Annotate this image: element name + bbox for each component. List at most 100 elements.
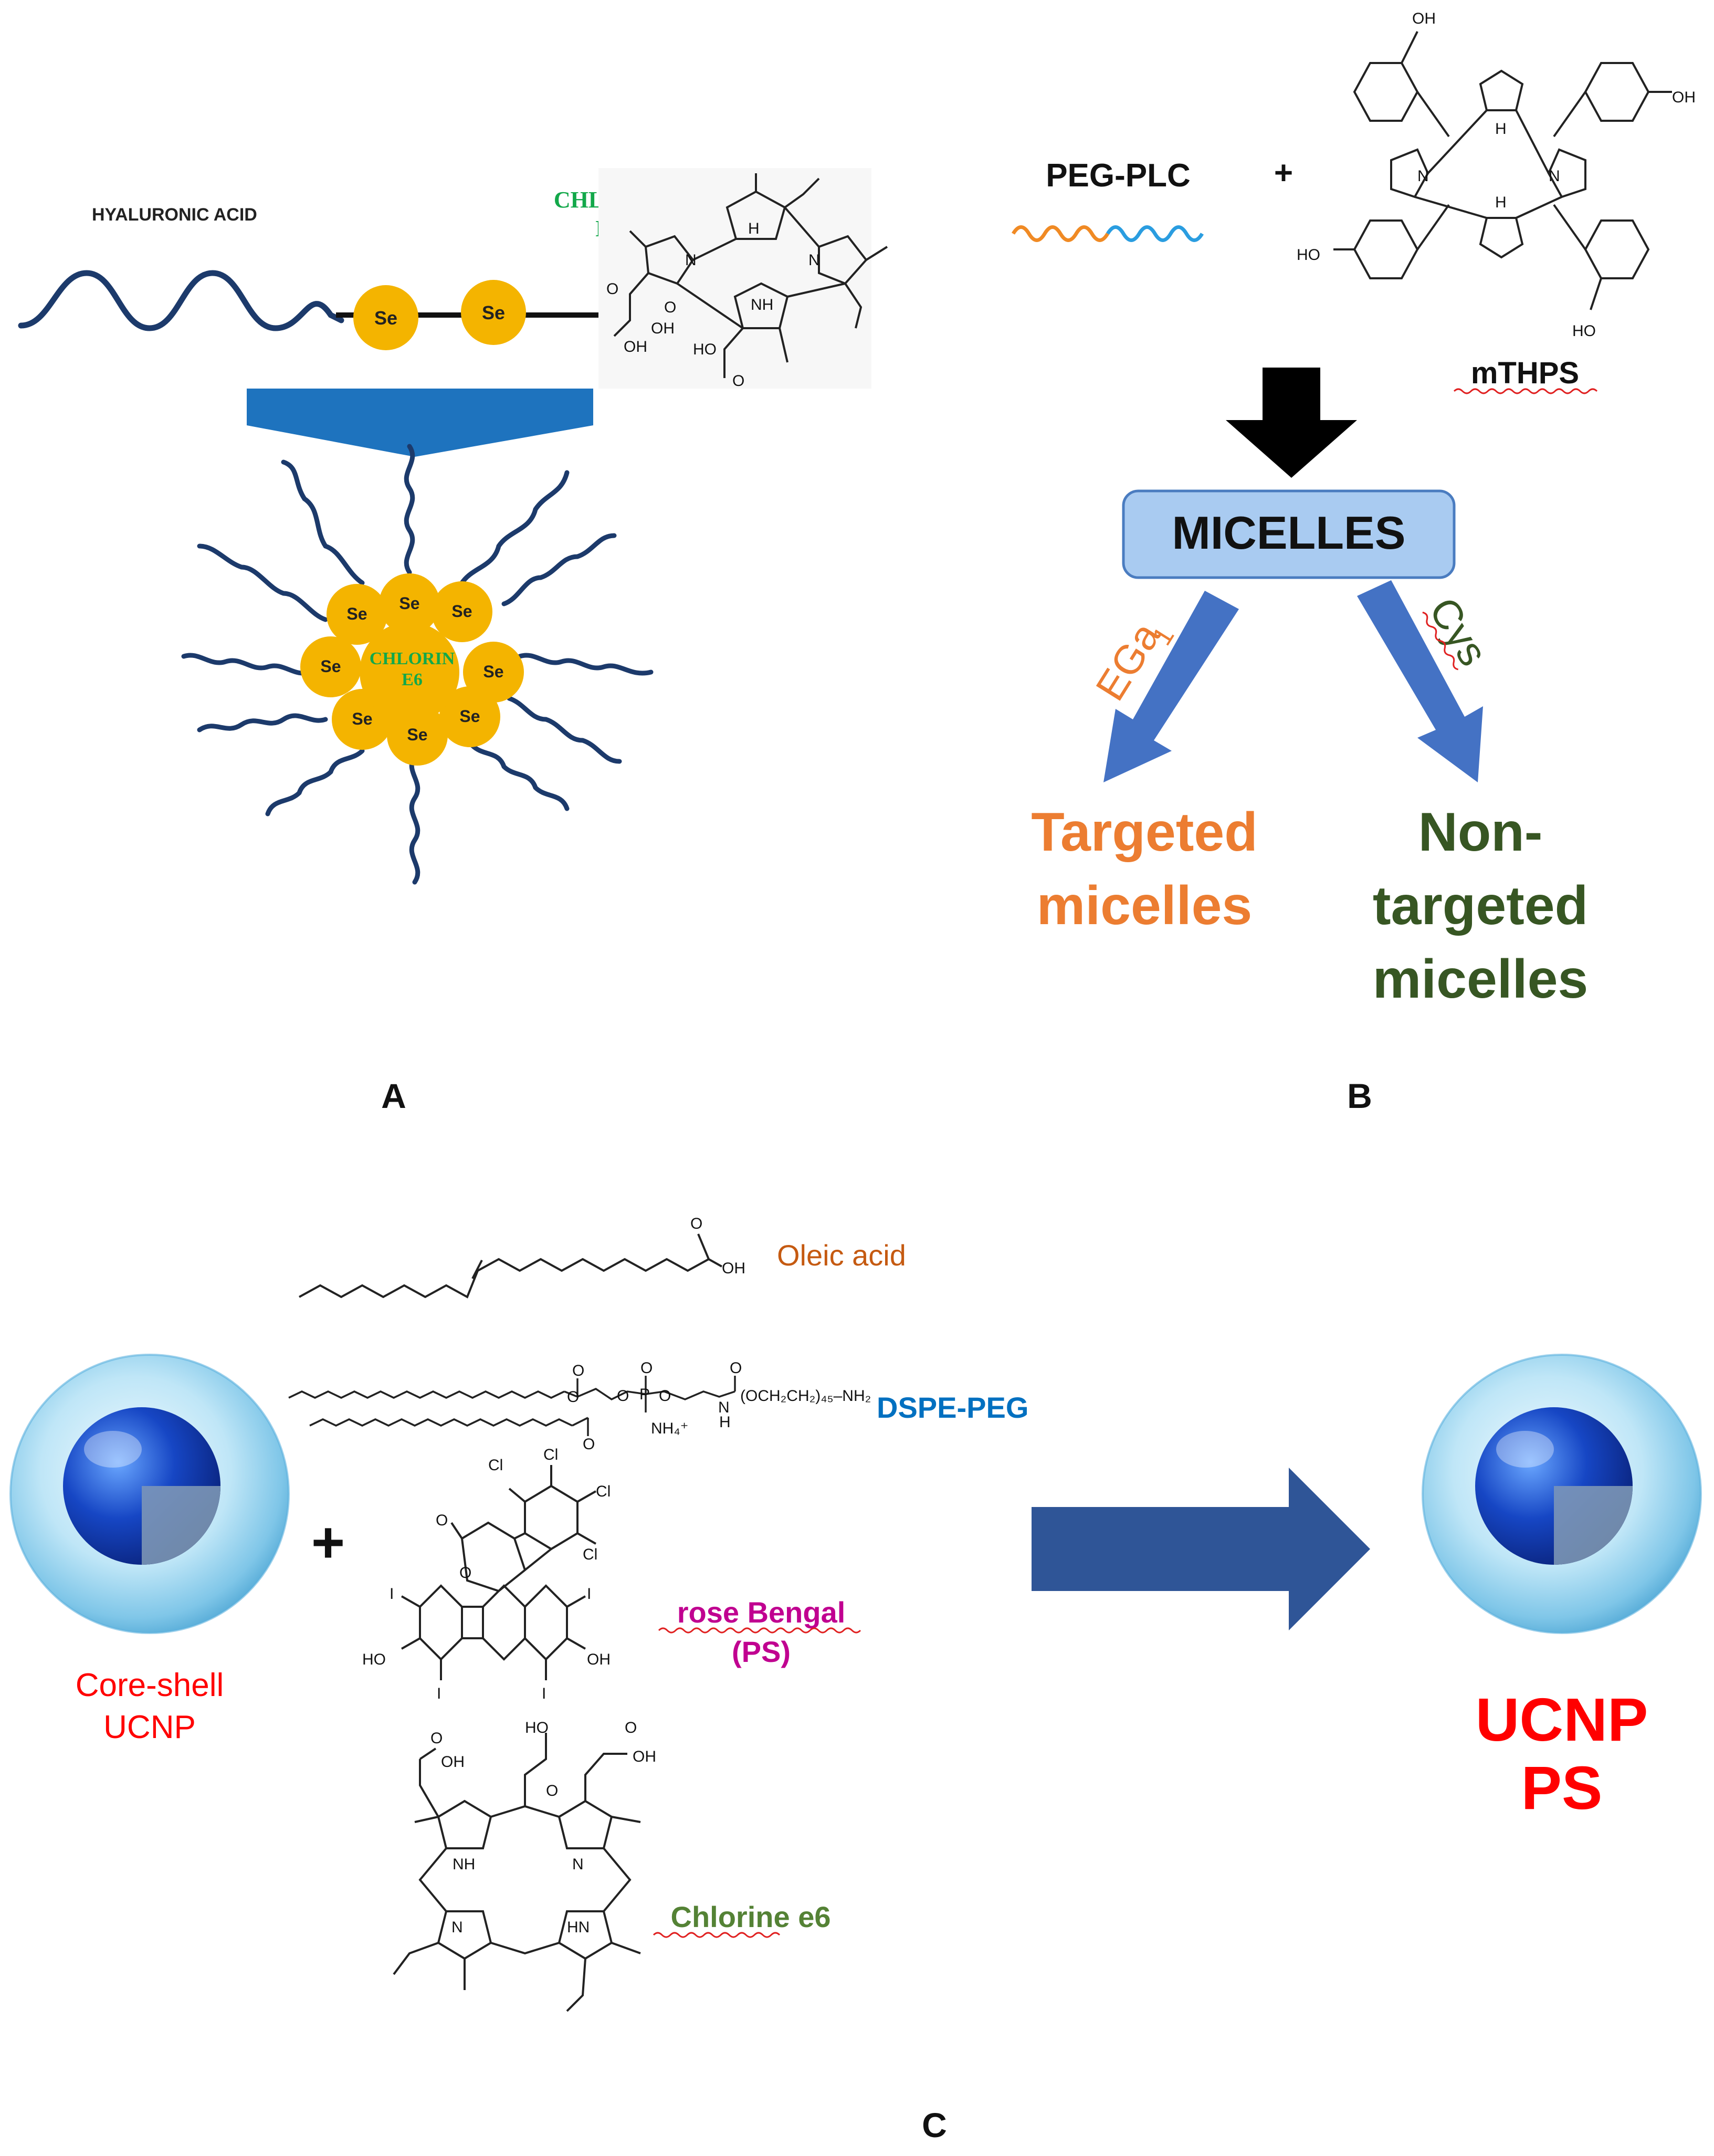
svg-text:O: O bbox=[732, 372, 744, 390]
panel-a-label: A bbox=[381, 1076, 406, 1115]
svg-text:O: O bbox=[583, 1436, 595, 1453]
plus-sign-b: + bbox=[1274, 155, 1293, 191]
panel-c-label: C bbox=[922, 2106, 947, 2144]
assembly-arrow bbox=[247, 389, 593, 457]
svg-text:O: O bbox=[546, 1782, 558, 1799]
svg-text:O: O bbox=[572, 1362, 584, 1379]
svg-text:I: I bbox=[542, 1685, 546, 1702]
svg-text:O: O bbox=[625, 1719, 637, 1736]
svg-text:Se: Se bbox=[482, 302, 505, 323]
svg-text:P: P bbox=[639, 1386, 650, 1403]
svg-text:O: O bbox=[617, 1387, 629, 1405]
micelle-ha-chains bbox=[181, 444, 654, 885]
svg-text:H: H bbox=[748, 220, 760, 237]
chlorine-e6-atom-labels: HO O OH O OH O NH N N HN bbox=[430, 1719, 656, 1936]
svg-text:OH: OH bbox=[1412, 10, 1436, 27]
dspe-peg-label: DSPE-PEG bbox=[877, 1391, 1028, 1424]
targeted-micelles-line1: Targeted bbox=[1031, 802, 1258, 863]
svg-text:OH: OH bbox=[441, 1753, 465, 1771]
ega1-arrow bbox=[1103, 591, 1239, 782]
rose-bengal-label-line2: (PS) bbox=[732, 1635, 791, 1668]
oleic-acid-label: Oleic acid bbox=[777, 1239, 906, 1272]
se-bead-1: Se bbox=[353, 285, 418, 350]
svg-text:Se: Se bbox=[407, 725, 427, 744]
svg-text:O: O bbox=[567, 1388, 579, 1406]
core-shell-ucnp-sphere bbox=[9, 1354, 290, 1634]
oleic-acid-molecule bbox=[299, 1233, 722, 1299]
svg-text:HO: HO bbox=[525, 1719, 549, 1736]
peg-wave bbox=[1011, 225, 1110, 242]
svg-text:OH: OH bbox=[624, 338, 647, 355]
svg-text:HO: HO bbox=[693, 341, 717, 358]
svg-text:N: N bbox=[1549, 168, 1560, 185]
svg-text:O: O bbox=[730, 1359, 742, 1377]
svg-text:Se: Se bbox=[451, 602, 472, 621]
mthps-atom-labels: OH OH HO HO N N H H bbox=[1297, 10, 1696, 340]
core-shell-label-line2: UCNP bbox=[103, 1709, 196, 1745]
rose-spellcheck-underline bbox=[658, 1627, 861, 1634]
chlorin-e6-atom-labels: OH O OH O HO O N N H NH bbox=[606, 220, 820, 390]
panel-b: PEG-PLC + OH OH HO HO N N H H m bbox=[1011, 10, 1696, 1115]
micelle-chlorin-label-line2: E6 bbox=[402, 670, 423, 689]
conversion-arrow bbox=[1032, 1468, 1370, 1630]
se-micelle: Se Se Se Se Se Se Se Se CHLORIN E6 bbox=[181, 444, 654, 885]
hyaluronic-acid-chain bbox=[18, 270, 344, 331]
svg-text:Se: Se bbox=[459, 707, 480, 726]
svg-text:Se: Se bbox=[374, 307, 397, 329]
svg-text:OH: OH bbox=[587, 1651, 611, 1668]
down-arrow bbox=[1226, 368, 1357, 478]
svg-text:N: N bbox=[718, 1399, 730, 1416]
svg-text:O: O bbox=[664, 299, 676, 316]
svg-text:O: O bbox=[606, 280, 618, 298]
micelles-box bbox=[1122, 489, 1456, 579]
svg-text:O: O bbox=[430, 1730, 443, 1747]
core-shell-label-line1: Core-shell bbox=[76, 1667, 224, 1703]
rose-bengal-atom-labels: Cl Cl Cl Cl O O I I HO OH I I bbox=[362, 1446, 611, 1702]
panel-c: O OH Oleic acid O O O O P O O NH₄⁺ N H O bbox=[9, 1215, 1702, 2144]
mthps-molecule bbox=[1333, 31, 1672, 310]
chlorine-e6-label: Chlorine e6 bbox=[671, 1900, 831, 1933]
svg-text:H: H bbox=[719, 1414, 731, 1431]
svg-text:N: N bbox=[1417, 168, 1429, 185]
micelles-label: MICELLES bbox=[1172, 507, 1406, 559]
svg-text:N: N bbox=[808, 252, 820, 269]
svg-text:O: O bbox=[690, 1215, 702, 1232]
svg-text:O: O bbox=[640, 1359, 653, 1377]
cys-arrow bbox=[1357, 580, 1483, 782]
svg-text:OH: OH bbox=[651, 320, 675, 337]
svg-text:OH: OH bbox=[722, 1260, 745, 1277]
micelle-se-beads bbox=[300, 573, 524, 766]
svg-text:Se: Se bbox=[352, 709, 372, 728]
ucnp-ps-label-line1: UCNP bbox=[1476, 1686, 1648, 1754]
micelle-chlorin-label-line1: CHLORIN bbox=[370, 649, 455, 668]
svg-text:Se: Se bbox=[346, 604, 367, 623]
svg-text:HO: HO bbox=[362, 1651, 386, 1668]
mthps-label: mTHPS bbox=[1471, 356, 1579, 390]
svg-text:N: N bbox=[572, 1856, 584, 1873]
panel-b-label: B bbox=[1347, 1076, 1372, 1115]
se-bead-2: Se bbox=[461, 280, 526, 345]
svg-text:O: O bbox=[459, 1564, 471, 1582]
mthps-spellcheck-underline bbox=[1453, 388, 1598, 394]
svg-text:HN: HN bbox=[567, 1919, 590, 1936]
svg-text:NH: NH bbox=[751, 296, 773, 313]
svg-text:NH: NH bbox=[453, 1856, 475, 1873]
dspe-peg-atom-labels: O O O O P O O NH₄⁺ N H O (OCH₂CH₂)₄₅–NH₂ bbox=[567, 1359, 871, 1453]
dspe-peg-molecule bbox=[288, 1376, 736, 1436]
svg-text:OH: OH bbox=[633, 1748, 656, 1765]
svg-text:Cl: Cl bbox=[488, 1457, 503, 1474]
panel-a: HYALURONIC ACID Se Se CHLORIN E6 bbox=[18, 168, 888, 1115]
svg-text:H: H bbox=[1495, 120, 1507, 138]
plus-sign-c: + bbox=[311, 1510, 345, 1575]
chlorin-e6-molecule bbox=[598, 168, 888, 389]
peg-plc-label: PEG-PLC bbox=[1046, 158, 1191, 194]
nontargeted-micelles-line2: targeted bbox=[1373, 875, 1588, 936]
rose-bengal-molecule bbox=[401, 1465, 596, 1680]
svg-text:I: I bbox=[390, 1585, 394, 1603]
svg-text:Cl: Cl bbox=[596, 1483, 611, 1500]
svg-text:H: H bbox=[1495, 194, 1507, 211]
plc-wave bbox=[1106, 225, 1204, 242]
svg-text:O: O bbox=[436, 1512, 448, 1529]
svg-text:O: O bbox=[659, 1387, 671, 1405]
hyaluronic-acid-label: HYALURONIC ACID bbox=[92, 205, 257, 225]
